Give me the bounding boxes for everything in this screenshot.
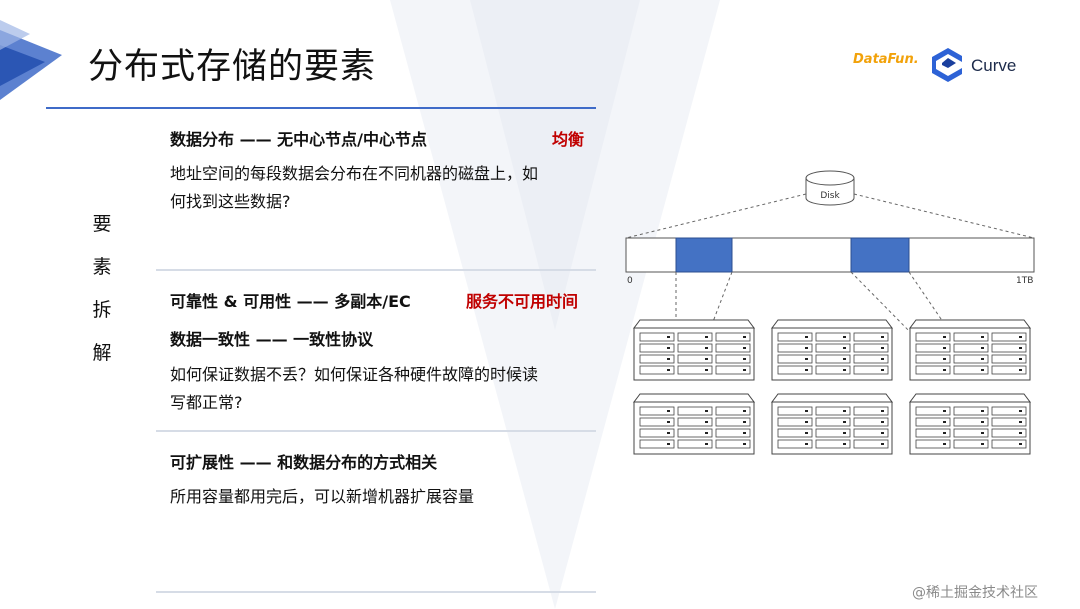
section1-tag: 均衡: [552, 130, 585, 149]
server-icon: [771, 393, 893, 455]
curve-logo-icon: [932, 48, 962, 82]
section2-body-line: 如何保证数据不丢？如何保证各种硬件故障的时候读: [170, 365, 539, 384]
section-divider: [156, 430, 596, 432]
datafun-logo: DataFun.: [853, 52, 919, 67]
data-segment: [675, 237, 733, 273]
side-label-char: 要: [92, 213, 112, 235]
section1-body-line: 地址空间的每段数据会分布在不同机器的磁盘上，如: [170, 164, 539, 183]
watermark: @稀土掘金技术社区: [912, 585, 1038, 601]
title-divider: [46, 107, 596, 109]
section-divider: [156, 269, 596, 271]
page-title: 分布式存储的要素: [88, 47, 377, 87]
server-icon: [633, 393, 755, 455]
section-divider: [156, 591, 596, 593]
side-label-char: 拆: [92, 299, 112, 321]
section2-heading: 可靠性 & 可用性 —— 多副本/EC: [170, 292, 411, 311]
curve-logo-text: Curve: [971, 56, 1017, 75]
server-icon: [771, 319, 893, 381]
disk-icon: Disk: [805, 170, 855, 206]
section3-heading: 可扩展性 —— 和数据分布的方式相关: [170, 453, 438, 472]
section3-body: 所用容量都用完后，可以新增机器扩展容量: [170, 487, 475, 506]
section1-body-line: 何找到这些数据?: [170, 192, 291, 211]
axis-end-label: 1TB: [1016, 276, 1033, 286]
section1-heading: 数据分布 —— 无中心节点/中心节点: [170, 130, 427, 149]
server-icon: [633, 319, 755, 381]
side-label: 要 素 拆 解: [90, 203, 114, 375]
section2-heading2: 数据一致性 —— 一致性协议: [170, 330, 374, 349]
server-icon: [909, 393, 1031, 455]
storage-diagram: Disk 0 1TB: [625, 170, 1035, 455]
data-segment: [850, 237, 910, 273]
section2-body-line: 写都正常?: [170, 393, 243, 412]
disk-label: Disk: [820, 191, 840, 201]
side-label-char: 素: [92, 256, 112, 278]
side-label-char: 解: [92, 342, 112, 364]
section2-tag: 服务不可用时间: [466, 292, 579, 311]
axis-start-label: 0: [627, 276, 633, 286]
server-grid: [633, 319, 1031, 455]
server-icon: [909, 319, 1031, 381]
